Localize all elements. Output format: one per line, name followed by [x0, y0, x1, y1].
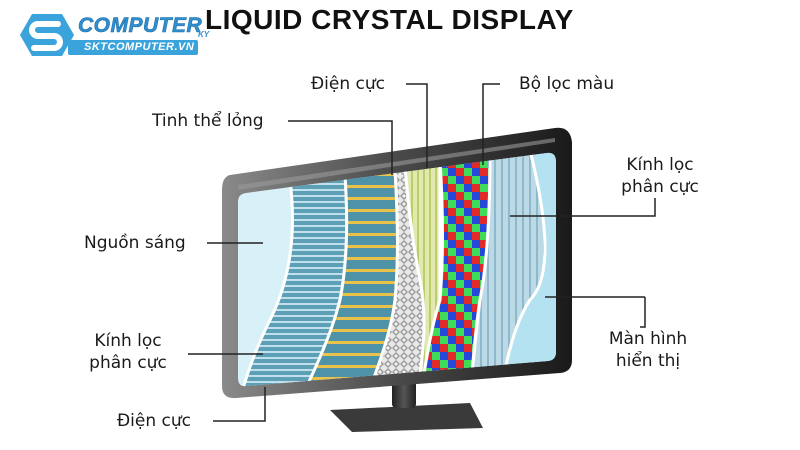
label-display-screen: Màn hình hiển thị [598, 328, 698, 372]
label-display-screen-line1: Màn hình [608, 329, 688, 349]
page-title: LIQUID CRYSTAL DISPLAY [205, 4, 574, 35]
label-polarizer-left: Kính lọc phân cực [78, 330, 178, 374]
label-polarizer-right: Kính lọc phân cực [610, 154, 710, 198]
label-color-filter: Bộ lọc màu [519, 74, 615, 94]
label-display-screen-line2: hiển thị [615, 351, 681, 371]
label-liquid-crystal: Tinh thể lỏng [152, 111, 264, 131]
leader-lines [188, 83, 656, 422]
label-light-source: Nguồn sáng [84, 233, 186, 253]
lcd-layers [238, 152, 556, 387]
logo-hexagon-icon [20, 14, 198, 56]
label-polarizer-left-line1: Kính lọc [94, 331, 162, 351]
logo: COMPUTER KY SKTCOMPUTER.VN [14, 10, 214, 60]
logo-website: SKTCOMPUTER.VN [84, 41, 195, 53]
label-polarizer-right-line1: Kính lọc [626, 155, 694, 175]
label-electrode-bottom: Điện cực [117, 411, 192, 431]
logo-brand: COMPUTER [78, 14, 203, 38]
label-polarizer-left-line2: phân cực [89, 353, 167, 373]
label-polarizer-right-line2: phân cực [621, 177, 699, 197]
logo-suffix: KY [198, 30, 210, 39]
label-electrode-top: Điện cực [311, 74, 386, 94]
